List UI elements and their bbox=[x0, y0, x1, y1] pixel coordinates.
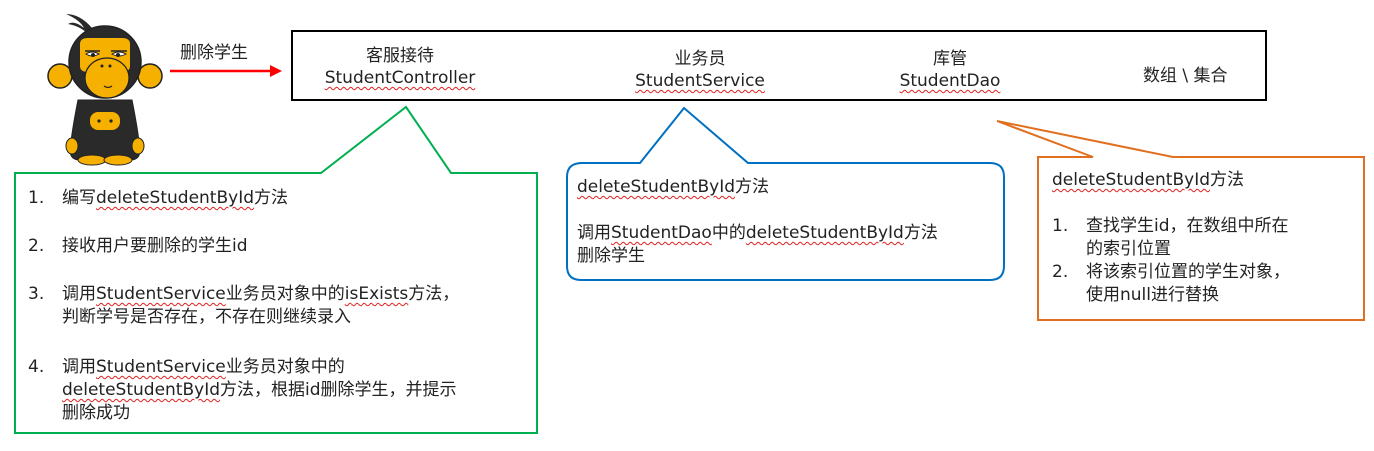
layer-class-name: StudentService bbox=[635, 71, 765, 91]
layer-role: 业务员 bbox=[674, 49, 726, 69]
step-text: 接收用户要删除的学生id bbox=[62, 236, 248, 256]
layers-box-border bbox=[291, 30, 1267, 101]
layer-controller: 客服接待 StudentController bbox=[310, 45, 490, 89]
layer-role: 库管 bbox=[933, 49, 967, 69]
layer-class-name: StudentController bbox=[324, 68, 476, 88]
dao-step-1: 1. 查找学生id，在数组中所在的索引位置 bbox=[1052, 215, 1357, 261]
controller-callout-shape bbox=[14, 105, 538, 434]
step-number: 2. bbox=[1052, 262, 1069, 282]
service-method-title: deleteStudentById方法 bbox=[577, 177, 770, 197]
step-text: 调用StudentService业务员对象中的isExists方法， 判断学号是… bbox=[62, 284, 460, 327]
step-text: 查找学生id，在数组中所在的索引位置 bbox=[1086, 216, 1289, 259]
service-method-body: 调用StudentDao中的deleteStudentById方法 删除学生 bbox=[577, 223, 938, 266]
controller-step-4: 4. 调用StudentService业务员对象中的 deleteStudent… bbox=[28, 356, 533, 425]
dao-method-title: deleteStudentById方法 bbox=[1052, 170, 1245, 190]
step-number: 1. bbox=[1052, 216, 1069, 236]
dao-callout-shape bbox=[996, 120, 1365, 321]
controller-step-2: 2. 接收用户要删除的学生id bbox=[28, 235, 533, 258]
step-number: 4. bbox=[28, 357, 45, 377]
dao-step-2: 2. 将该索引位置的学生对象，使用null进行替换 bbox=[1052, 261, 1357, 307]
layer-class-name: StudentDao bbox=[899, 71, 1001, 91]
step-number: 3. bbox=[28, 284, 45, 304]
service-callout-shape bbox=[566, 106, 1005, 281]
action-arrow bbox=[170, 65, 282, 77]
step-text: 将该索引位置的学生对象，使用null进行替换 bbox=[1086, 262, 1290, 305]
layer-role: 客服接待 bbox=[366, 46, 434, 66]
service-callout-text: deleteStudentById方法 调用StudentDao中的delete… bbox=[577, 176, 997, 268]
layer-dao: 库管 StudentDao bbox=[880, 48, 1020, 92]
controller-callout-text: 1. 编写deleteStudentById方法 2. 接收用户要删除的学生id… bbox=[28, 187, 533, 425]
layer-service: 业务员 StudentService bbox=[610, 48, 790, 92]
step-number: 2. bbox=[28, 236, 45, 256]
action-label: 删除学生 bbox=[180, 43, 248, 63]
storage-label: 数组 \ 集合 bbox=[1143, 66, 1228, 86]
monkey-mascot-icon bbox=[47, 14, 163, 166]
controller-step-1: 1. 编写deleteStudentById方法 bbox=[28, 187, 533, 210]
controller-step-3: 3. 调用StudentService业务员对象中的isExists方法， 判断… bbox=[28, 283, 533, 329]
step-text: 编写deleteStudentById方法 bbox=[62, 188, 289, 208]
dao-callout-text: deleteStudentById方法 1. 查找学生id，在数组中所在的索引位… bbox=[1052, 169, 1357, 307]
step-number: 1. bbox=[28, 188, 45, 208]
step-text: 调用StudentService业务员对象中的 deleteStudentByI… bbox=[62, 357, 457, 423]
